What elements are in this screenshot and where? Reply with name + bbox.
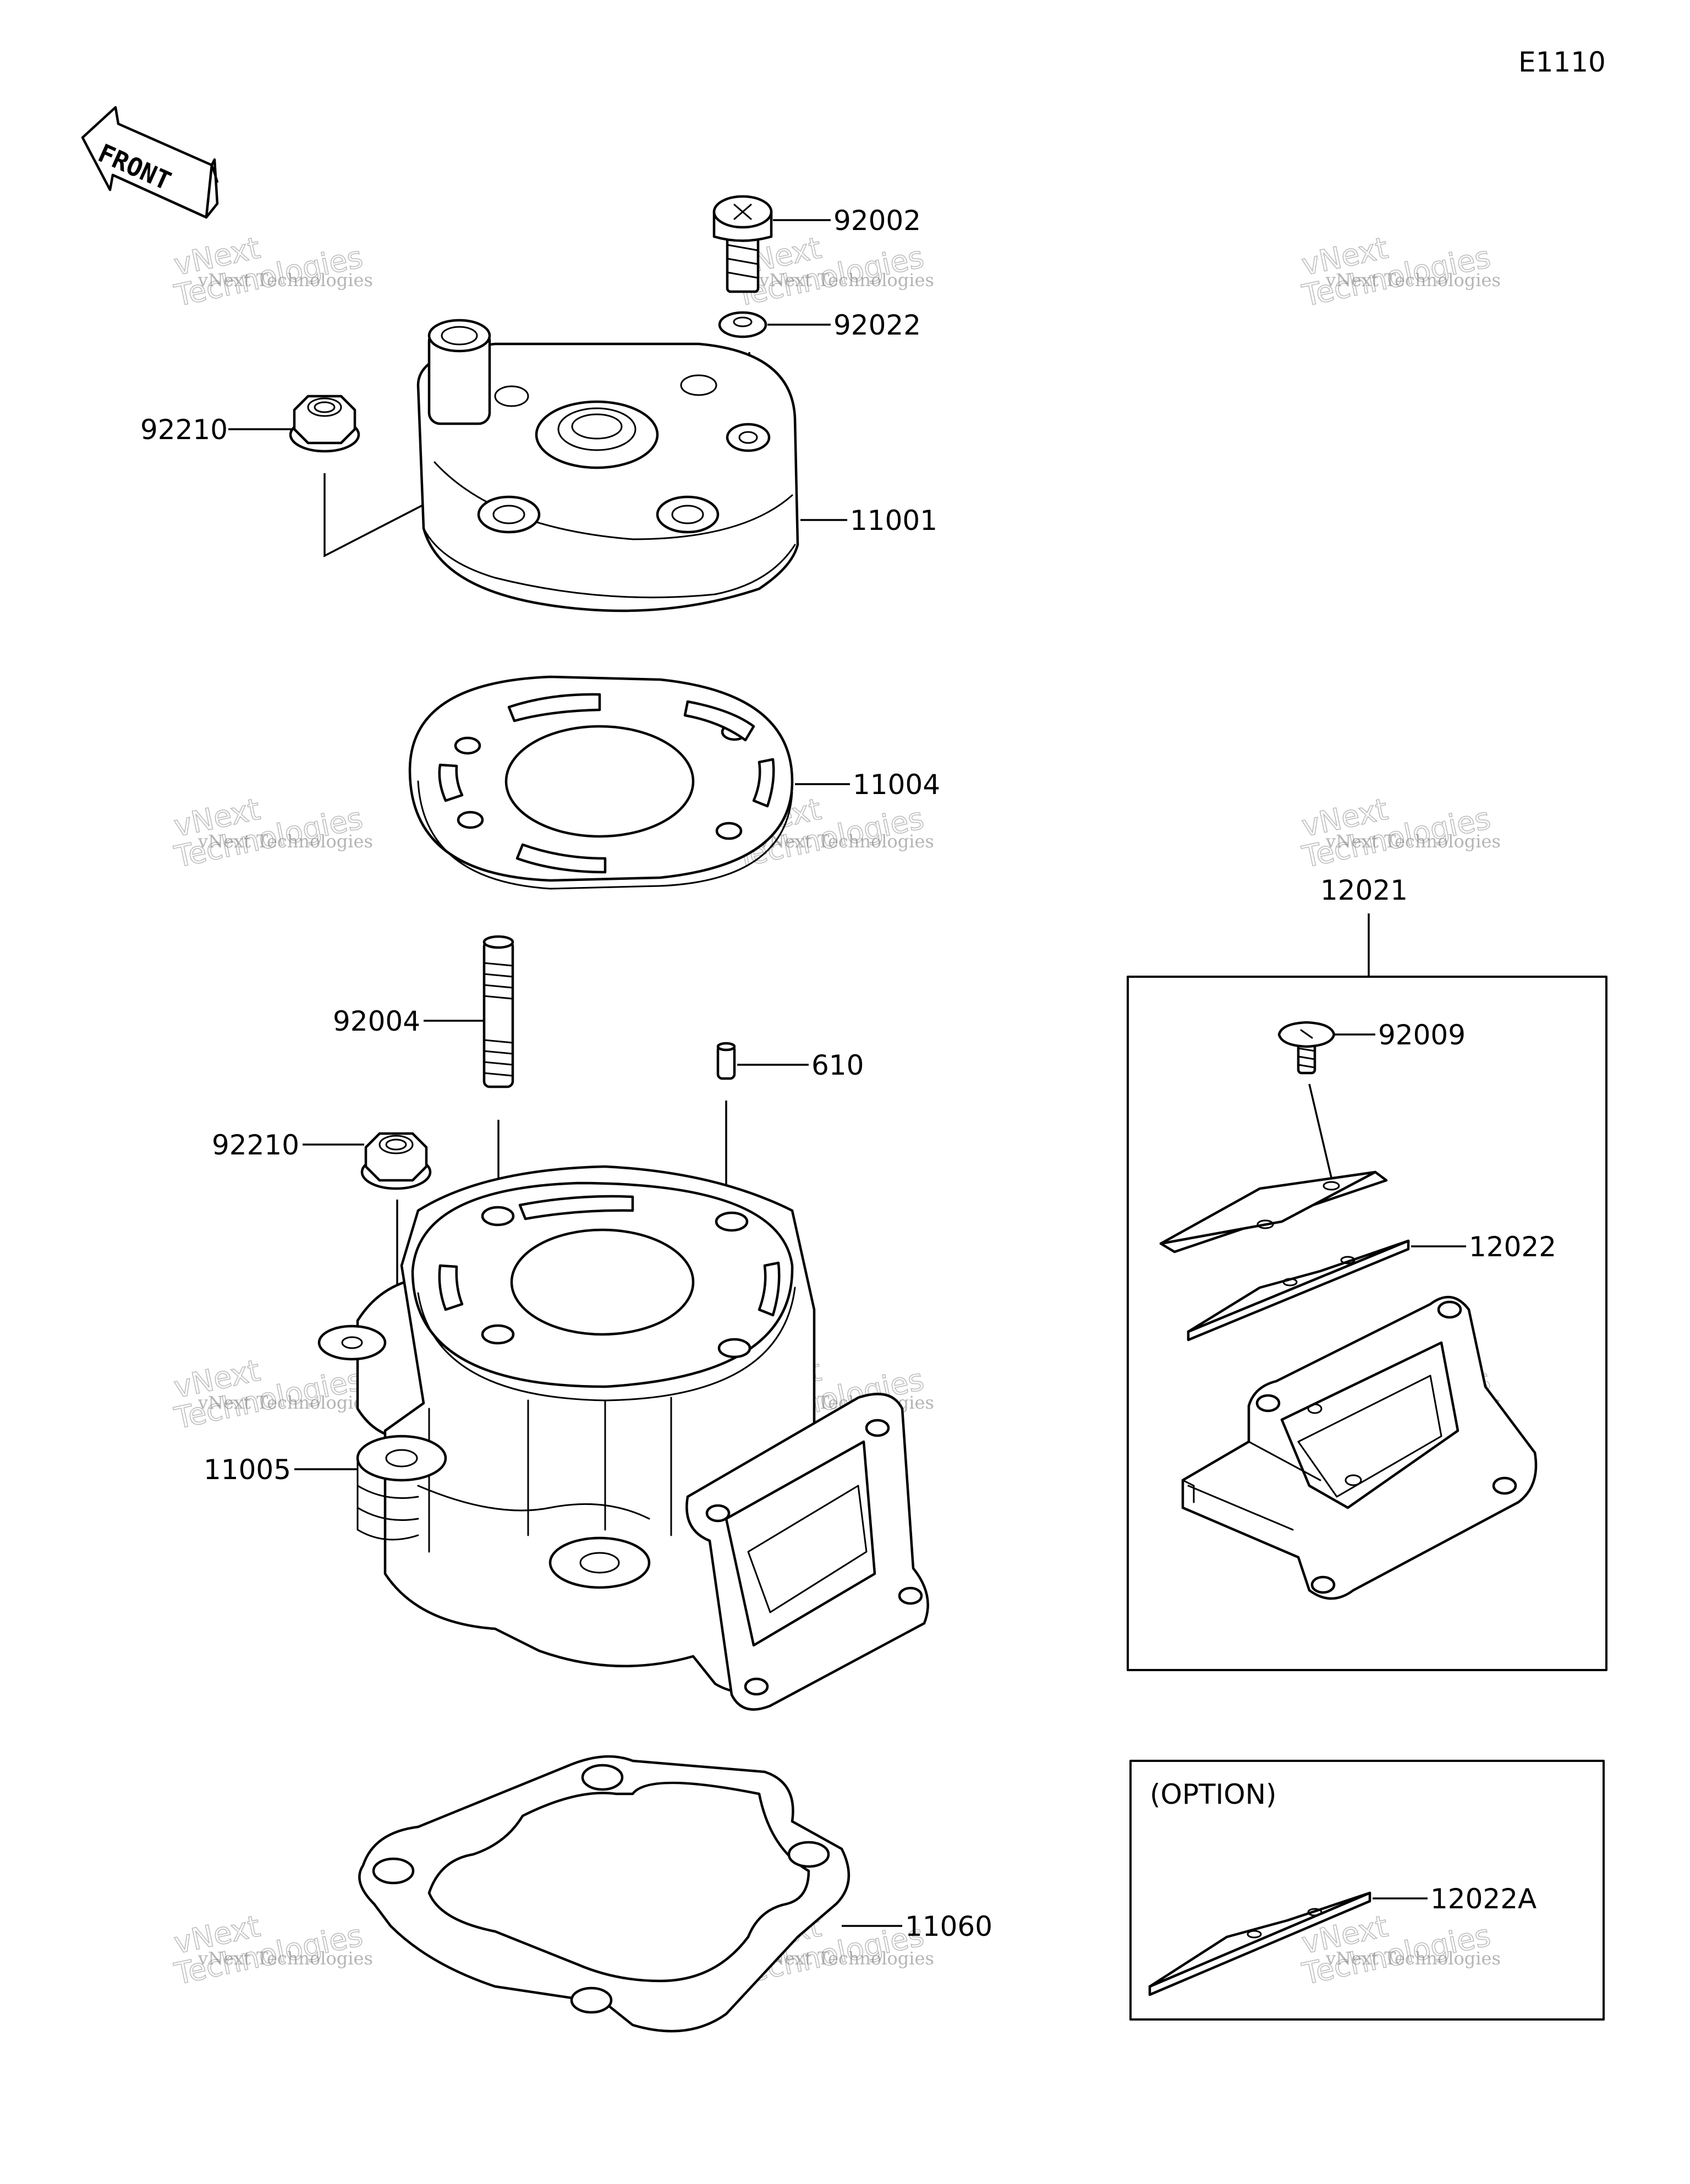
washer-92022: 92022 xyxy=(718,309,921,435)
svg-text:vNext Technologies: vNext Technologies xyxy=(759,270,934,291)
svg-text:vNext Technologies: vNext Technologies xyxy=(197,1948,373,1969)
svg-text:vNext Technologies: vNext Technologies xyxy=(1325,831,1501,852)
assembly-box xyxy=(1127,976,1607,1671)
part-label-610: 610 xyxy=(811,1049,864,1081)
svg-text:vNext Technologies: vNext Technologies xyxy=(759,831,934,852)
bolt-92002: 92002 xyxy=(712,195,921,293)
part-label-92210-mid: 92210 xyxy=(212,1129,299,1161)
svg-text:vNext Technologies: vNext Technologies xyxy=(1325,270,1501,291)
part-label-92004: 92004 xyxy=(333,1005,420,1037)
part-label-92009: 92009 xyxy=(1378,1019,1466,1051)
diagram-code: E1110 xyxy=(1518,46,1606,78)
screw-92009: 92009 xyxy=(1277,1019,1466,1178)
part-label-92210-top: 92210 xyxy=(140,414,228,446)
stud-92004: 92004 xyxy=(333,935,514,1310)
svg-text:vNext Technologies: vNext Technologies xyxy=(197,831,373,852)
part-label-11001: 11001 xyxy=(850,505,937,537)
part-label-92002: 92002 xyxy=(833,205,921,237)
svg-text:vNext Technologies: vNext Technologies xyxy=(197,1392,373,1413)
option-box: (OPTION) 12022A xyxy=(1129,1760,1605,2021)
option-label: (OPTION) xyxy=(1150,1778,1277,1810)
part-label-12022A: 12022A xyxy=(1430,1883,1537,1915)
part-label-12022: 12022 xyxy=(1469,1231,1556,1263)
reed-valve-assembly-12021: 12021 92009 12022 xyxy=(1127,874,1607,1671)
cylinder-11005: 11005 xyxy=(204,1165,929,1711)
part-label-11005: 11005 xyxy=(204,1454,291,1486)
head-gasket-11004: 11004 xyxy=(408,675,940,890)
watermarks: vNext Technologies vNext Technologies vN… xyxy=(171,230,1501,1992)
part-label-11060: 11060 xyxy=(905,1911,992,1942)
svg-text:vNext Technologies: vNext Technologies xyxy=(759,1948,934,1969)
part-label-11004: 11004 xyxy=(853,769,940,801)
part-label-12021: 12021 xyxy=(1320,874,1408,906)
front-arrow-icon: FRONT xyxy=(81,106,219,219)
cylinder-head-11001: 11001 xyxy=(416,319,937,612)
base-gasket-11060: 11060 xyxy=(358,1755,992,2033)
part-label-92022: 92022 xyxy=(833,309,921,341)
svg-text:vNext Technologies: vNext Technologies xyxy=(197,270,373,291)
svg-text:vNext Technologies: vNext Technologies xyxy=(1325,1948,1501,1969)
